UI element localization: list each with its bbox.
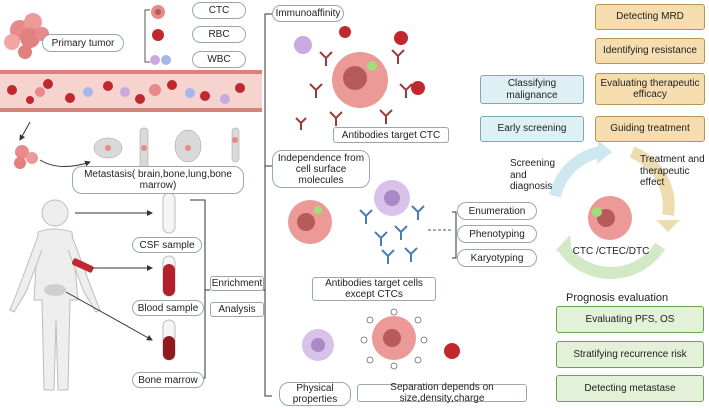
analysis-item-karyotyping: Karyotyping xyxy=(457,249,537,267)
green-box-pfs: Evaluating PFS, OS xyxy=(556,306,704,333)
csf-tube-icon xyxy=(162,192,176,234)
rbc-legend-icon xyxy=(152,29,164,41)
wbc-label: WBC xyxy=(192,51,246,68)
antibodies-except-label: Antibodies target cells except CTCs xyxy=(312,277,436,301)
wbc-legend-icon xyxy=(150,55,171,65)
primary-tumor-cluster-icon xyxy=(4,13,49,59)
blood-vessel-icon xyxy=(0,70,262,112)
primary-tumor-label: Primary tumor xyxy=(42,34,124,52)
orange-box-efficacy: Evaluating therapeutic efficacy xyxy=(595,73,705,105)
orange-box-mrd: Detecting MRD xyxy=(595,4,705,30)
metastasis-organs-icon xyxy=(93,127,240,169)
antibody-icons xyxy=(295,49,413,130)
orange-box-guiding: Guiding treatment xyxy=(595,116,705,142)
rbc-label: RBC xyxy=(192,26,246,43)
screening-label: Screening and diagnosis xyxy=(510,158,556,192)
physical-cell-icons xyxy=(302,316,460,361)
orange-box-resistance: Identifying resistance xyxy=(595,38,705,64)
blue-box-classifying: Classifying malignance xyxy=(480,75,584,104)
ctc-cluster-icon xyxy=(14,145,38,169)
syringe-icon xyxy=(71,258,94,273)
charge-marker-icons xyxy=(360,308,428,370)
center-ctc-icon xyxy=(588,196,632,240)
immunoaffinity-label: Immunoaffinity xyxy=(272,5,344,22)
analysis-item-enumeration: Enumeration xyxy=(457,202,537,220)
ctc-label: CTC xyxy=(192,2,246,19)
physical-label: Physical properties xyxy=(279,382,351,406)
pelvis-icon xyxy=(44,284,66,296)
cycle-center-label: CTC /CTEC/DTC xyxy=(572,246,650,257)
treatment-label: Treatment and therapeutic effect xyxy=(640,154,705,188)
independence-cell-icons xyxy=(288,180,410,244)
metastasis-label: Metastasis( brain,bone,lung,bone marrow) xyxy=(72,166,244,194)
independence-label: Independence from cell surface molecules xyxy=(272,150,370,188)
enrichment-label: Enrichment xyxy=(210,276,264,291)
separation-label: Separation depends on size,density,charg… xyxy=(357,382,527,404)
prognosis-label: Prognosis evaluation xyxy=(566,292,669,304)
human-body-icon xyxy=(9,199,101,391)
bone-marrow-tube-icon xyxy=(162,319,176,361)
analysis-label: Analysis xyxy=(210,302,264,317)
blood-sample-label: Blood sample xyxy=(132,300,204,316)
bone-marrow-label: Bone marrow xyxy=(132,372,204,388)
blood-tube-icon xyxy=(162,255,176,297)
immunoaffinity-ctc-icon xyxy=(332,52,388,108)
negative-antibody-icons xyxy=(359,205,425,264)
csf-sample-label: CSF sample xyxy=(132,237,202,253)
blue-box-early-screening: Early screening xyxy=(480,116,584,142)
antibodies-ctc-label: Antibodies target CTC xyxy=(333,127,449,143)
analysis-item-phenotyping: Phenotyping xyxy=(457,225,537,243)
green-box-metastase: Detecting metastase xyxy=(556,375,704,402)
green-box-recurrence: Stratifying recurrence risk xyxy=(556,341,704,368)
ctc-legend-icon xyxy=(151,5,165,19)
